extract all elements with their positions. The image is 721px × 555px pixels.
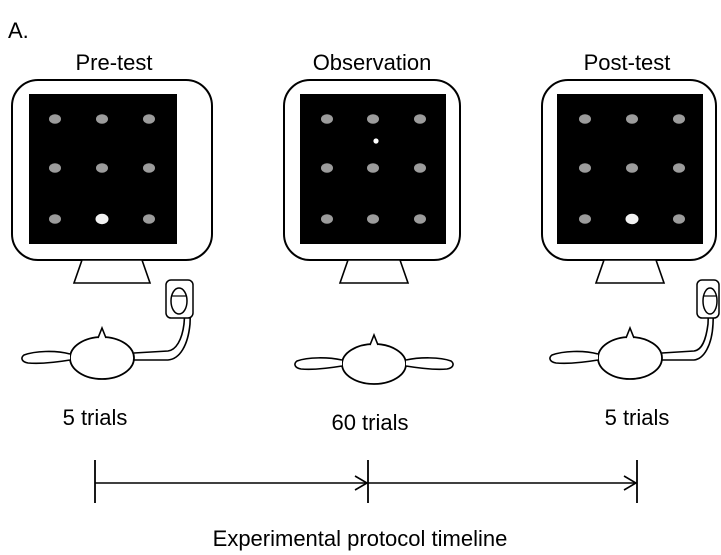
target-dot xyxy=(626,114,638,124)
participant-right-arm xyxy=(133,295,192,361)
timeline-label: Experimental protocol timeline xyxy=(213,526,508,551)
stage-observation: Observation xyxy=(283,50,461,435)
target-dot xyxy=(673,163,685,173)
computer-mouse xyxy=(702,287,718,315)
participant-post-test xyxy=(549,295,715,380)
target-dot-highlighted xyxy=(95,213,109,225)
target-dot xyxy=(673,214,685,224)
target-dot xyxy=(414,214,426,224)
timeline-arrowhead-2 xyxy=(623,475,638,491)
target-dot xyxy=(96,163,108,173)
target-dot xyxy=(579,214,591,224)
monitor-pre-test xyxy=(11,79,213,284)
target-dot xyxy=(143,114,155,124)
target-grid-pre-test xyxy=(49,114,155,225)
stage-pre-test: Pre-test xyxy=(11,50,213,430)
participant-right-arm xyxy=(661,295,715,361)
computer-mouse xyxy=(170,287,188,315)
panel-label: A. xyxy=(8,18,29,43)
target-dot xyxy=(321,214,333,224)
target-grid-post-test xyxy=(579,114,685,225)
monitor-stand xyxy=(338,259,410,284)
stage-title-pre-test: Pre-test xyxy=(75,50,152,75)
mouse-post-test xyxy=(696,279,720,319)
target-dot xyxy=(321,163,333,173)
target-dot xyxy=(579,114,591,124)
target-dot xyxy=(321,114,333,124)
mouse-pre-test xyxy=(165,279,194,319)
participant-nose xyxy=(97,325,107,339)
participant-observation xyxy=(294,332,454,385)
target-dot xyxy=(96,114,108,124)
stage-title-observation: Observation xyxy=(313,50,432,75)
target-dot-highlighted xyxy=(625,213,639,225)
target-dot xyxy=(143,214,155,224)
timeline: Experimental protocol timeline xyxy=(94,460,638,551)
target-dot xyxy=(414,114,426,124)
participant-right-arm xyxy=(405,357,454,371)
trials-label-post-test: 5 trials xyxy=(605,405,670,430)
target-dot xyxy=(49,163,61,173)
target-dot xyxy=(49,214,61,224)
participant-head xyxy=(597,336,663,380)
target-dot xyxy=(367,163,379,173)
trials-label-observation: 60 trials xyxy=(331,410,408,435)
participant-left-arm xyxy=(549,350,599,365)
target-dot xyxy=(49,114,61,124)
target-dot xyxy=(673,114,685,124)
participant-pre-test xyxy=(21,295,192,380)
participant-left-arm xyxy=(21,350,71,365)
target-dot xyxy=(367,114,379,124)
stage-title-post-test: Post-test xyxy=(584,50,671,75)
monitor-post-test xyxy=(541,79,717,284)
target-dot xyxy=(143,163,155,173)
participant-head xyxy=(341,343,407,385)
timeline-arrowhead-1 xyxy=(354,475,369,491)
target-dot xyxy=(579,163,591,173)
fixation-dot xyxy=(373,138,379,144)
participant-nose xyxy=(625,325,635,339)
stage-post-test: Post-test xyxy=(541,50,720,430)
monitor-stand xyxy=(72,259,152,284)
participant-left-arm xyxy=(294,357,343,371)
participant-head xyxy=(69,336,135,380)
target-dot xyxy=(626,163,638,173)
target-dot xyxy=(414,163,426,173)
trials-label-pre-test: 5 trials xyxy=(63,405,128,430)
participant-nose xyxy=(369,332,379,346)
target-grid-observation xyxy=(321,114,426,224)
monitor-stand xyxy=(594,259,666,284)
target-dot xyxy=(367,214,379,224)
monitor-observation xyxy=(283,79,461,284)
